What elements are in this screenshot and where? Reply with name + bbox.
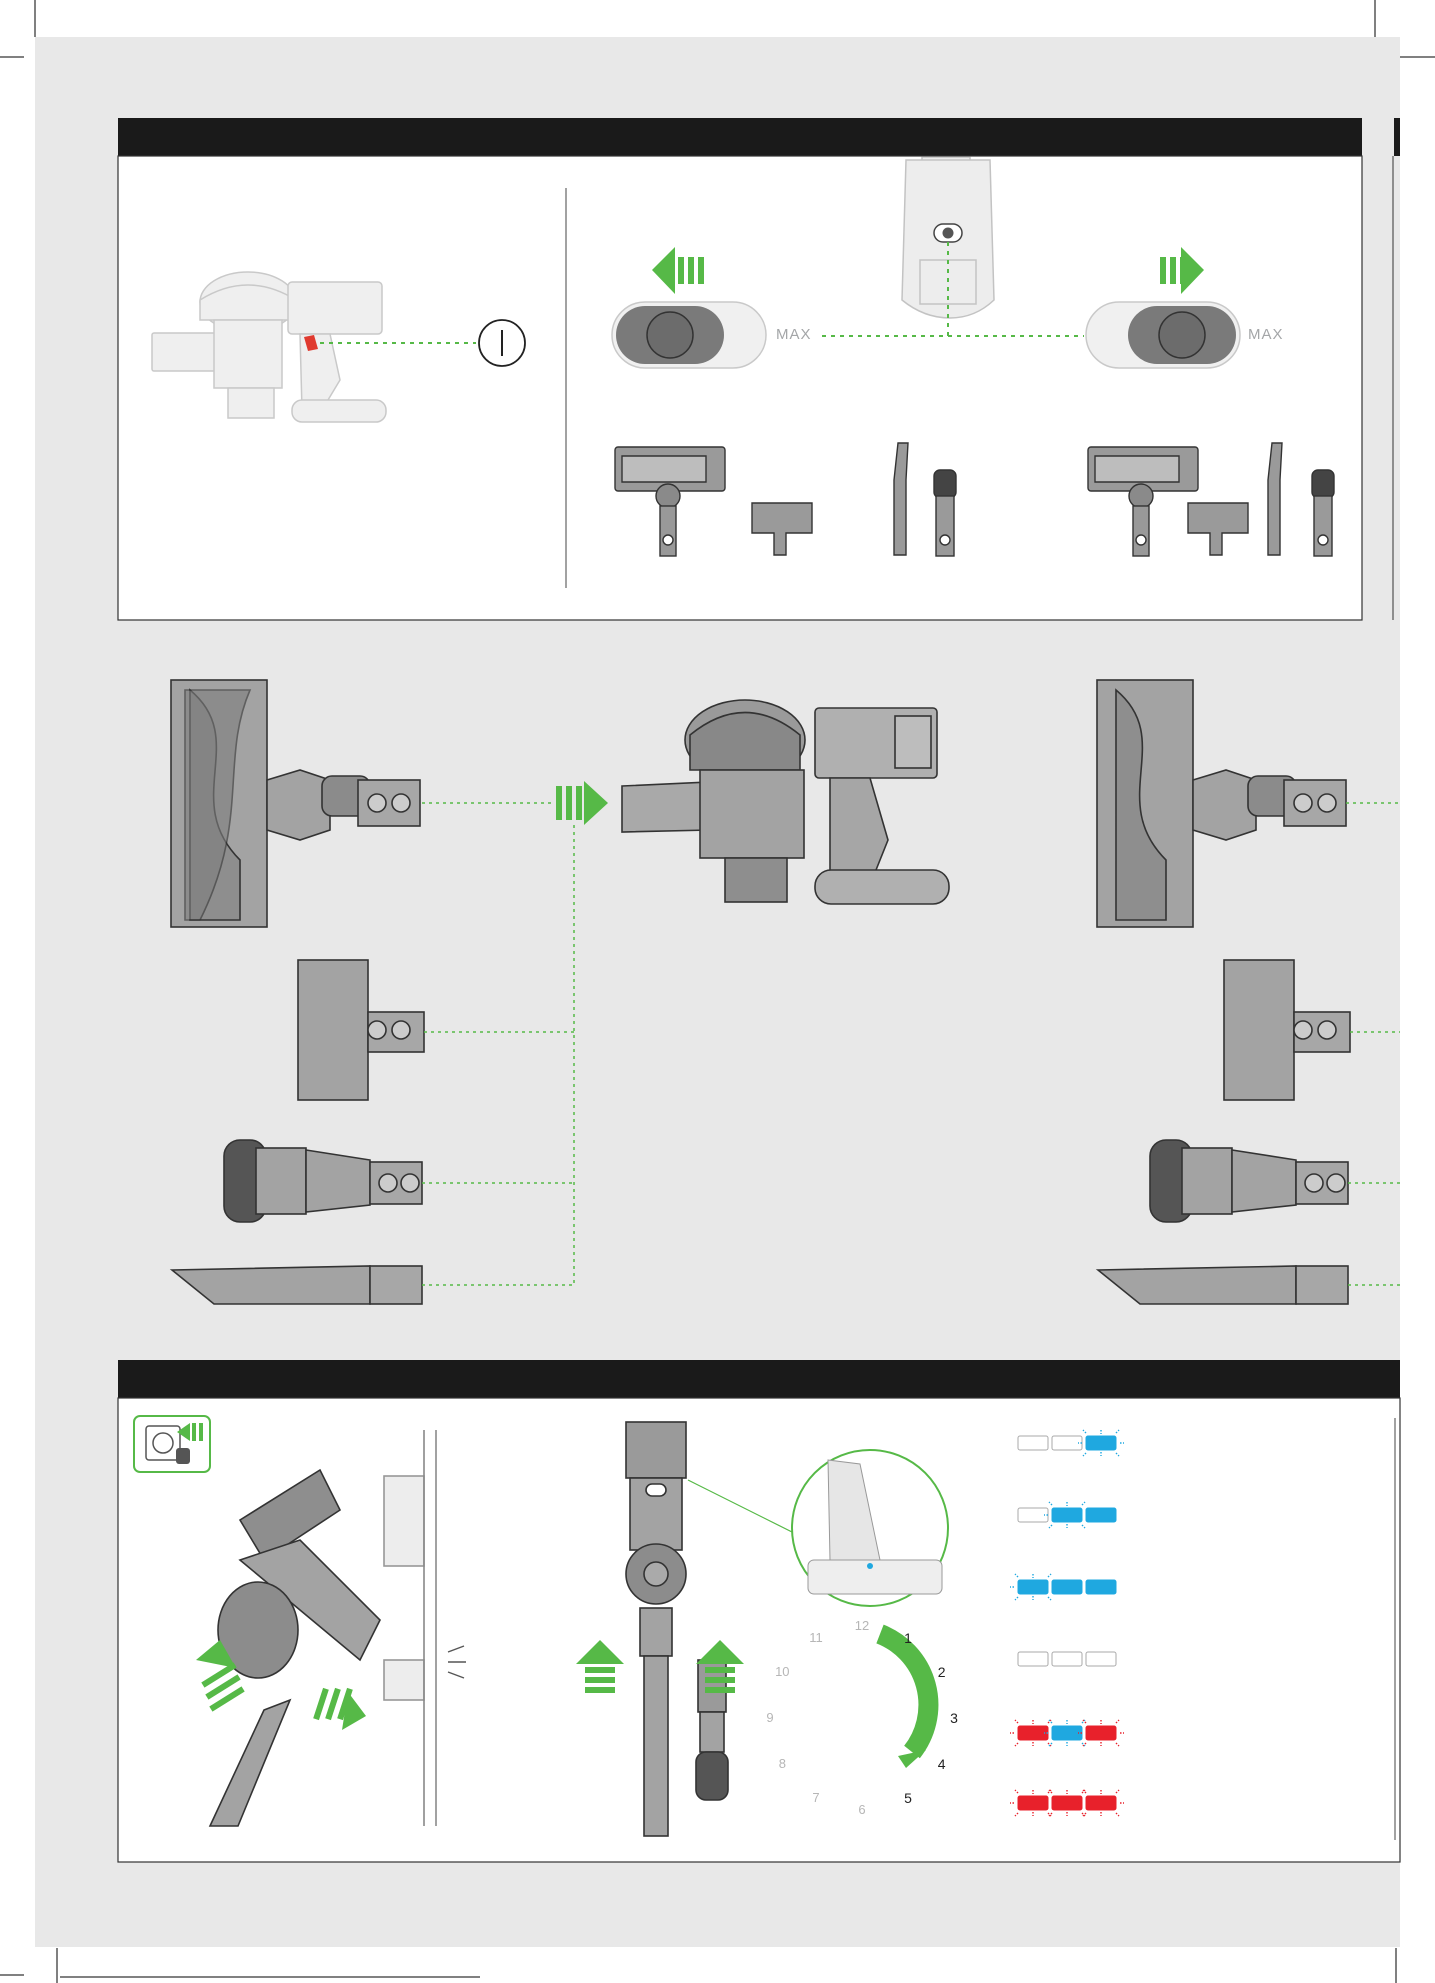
led-indicator (1086, 1580, 1116, 1594)
led-indicator (1018, 1508, 1048, 1522)
led-indicator (1052, 1580, 1082, 1594)
led-indicator (1052, 1436, 1082, 1450)
led-indicator (1086, 1508, 1116, 1522)
led-indicator (1044, 1790, 1090, 1816)
led-indicator (1078, 1720, 1124, 1746)
led-indicator (1010, 1790, 1056, 1816)
led-indicator (1052, 1652, 1082, 1666)
led-indicator (1010, 1574, 1056, 1600)
led-indicator (1078, 1790, 1124, 1816)
led-indicator (1010, 1720, 1056, 1746)
led-indicator (1044, 1502, 1090, 1528)
led-indicator (1044, 1720, 1090, 1746)
led-indicator (1086, 1652, 1116, 1666)
led-indicator (1018, 1436, 1048, 1450)
led-indicator (1078, 1430, 1124, 1456)
led-indicator (1018, 1652, 1048, 1666)
